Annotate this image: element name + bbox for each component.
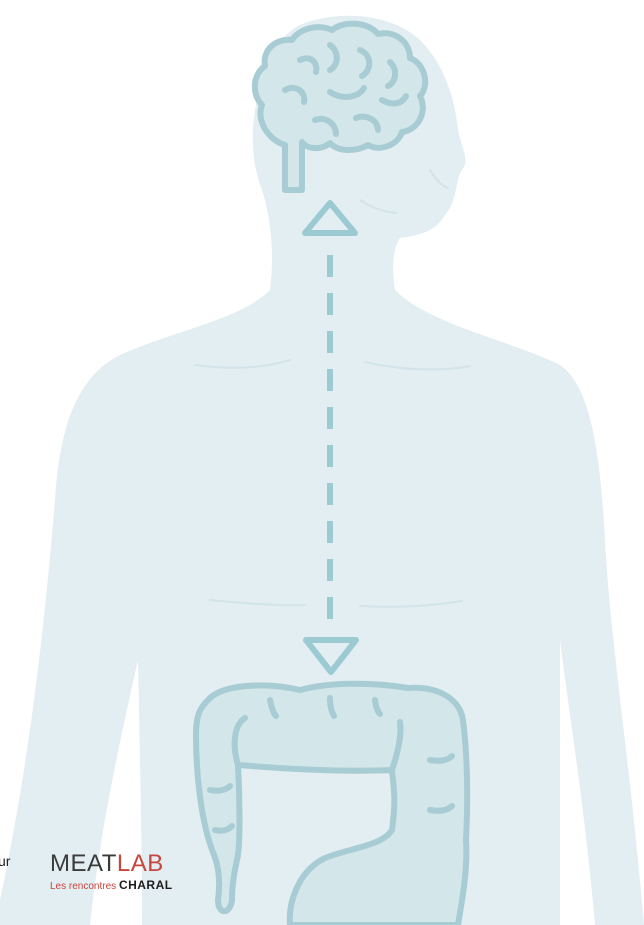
logo-title: MEATLAB <box>50 850 164 878</box>
logo-subtitle-text: Les rencontres <box>50 881 116 892</box>
body-silhouette <box>0 16 644 925</box>
logo-brand: CHARAL <box>119 878 173 892</box>
logo-title-part2: LAB <box>117 850 164 877</box>
logo-subtitle: Les rencontres CHARAL <box>50 878 173 892</box>
meatlab-logo: MEATLAB Les rencontres CHARAL <box>50 850 220 920</box>
logo-title-part1: MEAT <box>50 850 117 877</box>
edge-text-fragment: ur <box>0 853 10 869</box>
